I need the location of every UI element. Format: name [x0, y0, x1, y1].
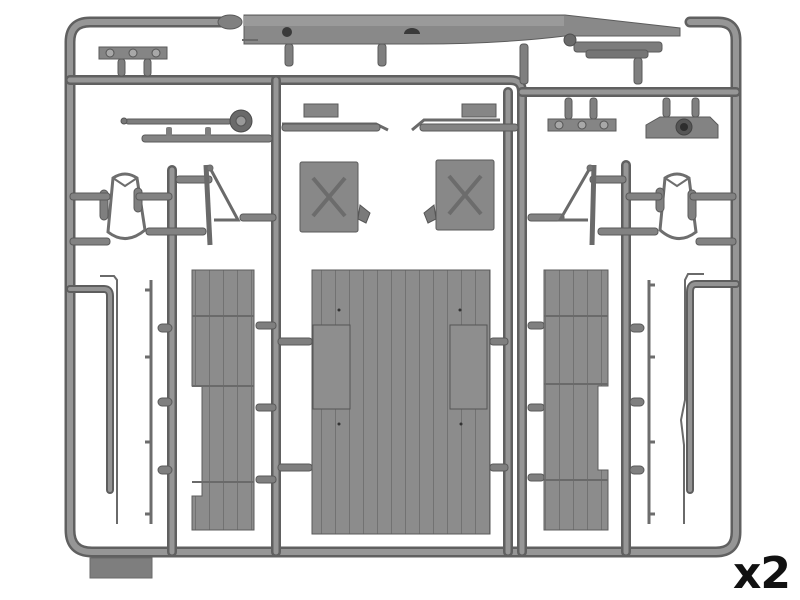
- jerrycan-right: [423, 159, 495, 231]
- exhaust-pipe-left: [281, 103, 389, 132]
- three-hole-bracket-right: [547, 97, 617, 132]
- long-pipe-right: [679, 273, 740, 524]
- leaf-spring: [563, 33, 663, 59]
- rail-gate-stubs: [284, 43, 643, 85]
- rail-strip-left: [145, 280, 153, 524]
- long-pipe-left: [66, 275, 118, 524]
- gate-nub: [217, 14, 243, 30]
- side-runner-stubs: [69, 175, 737, 246]
- crank-rod-part: [120, 109, 273, 143]
- folding-brace-right: [557, 164, 597, 246]
- rail-strip-right: [647, 280, 655, 524]
- sprue-id-tag: [89, 557, 153, 579]
- seat-frame-right: [655, 172, 698, 240]
- three-hole-bracket-left: [98, 46, 168, 77]
- folding-brace-left: [203, 164, 241, 246]
- seat-frame-left: [99, 172, 147, 240]
- floor-panel-gates: [277, 337, 509, 472]
- frame-rail-part: [242, 14, 681, 59]
- jerrycan-left: [299, 161, 371, 233]
- side-panel-left-gates: [157, 321, 277, 484]
- side-panel-right: [543, 269, 609, 531]
- side-panel-left: [191, 269, 255, 531]
- spring-hanger-part: [645, 97, 719, 139]
- floor-bolt-holes: [337, 308, 463, 426]
- quantity-label: x2: [733, 548, 791, 599]
- exhaust-pipe-right: [411, 103, 519, 132]
- floor-panel: [311, 269, 491, 535]
- side-panel-right-gates: [527, 321, 645, 482]
